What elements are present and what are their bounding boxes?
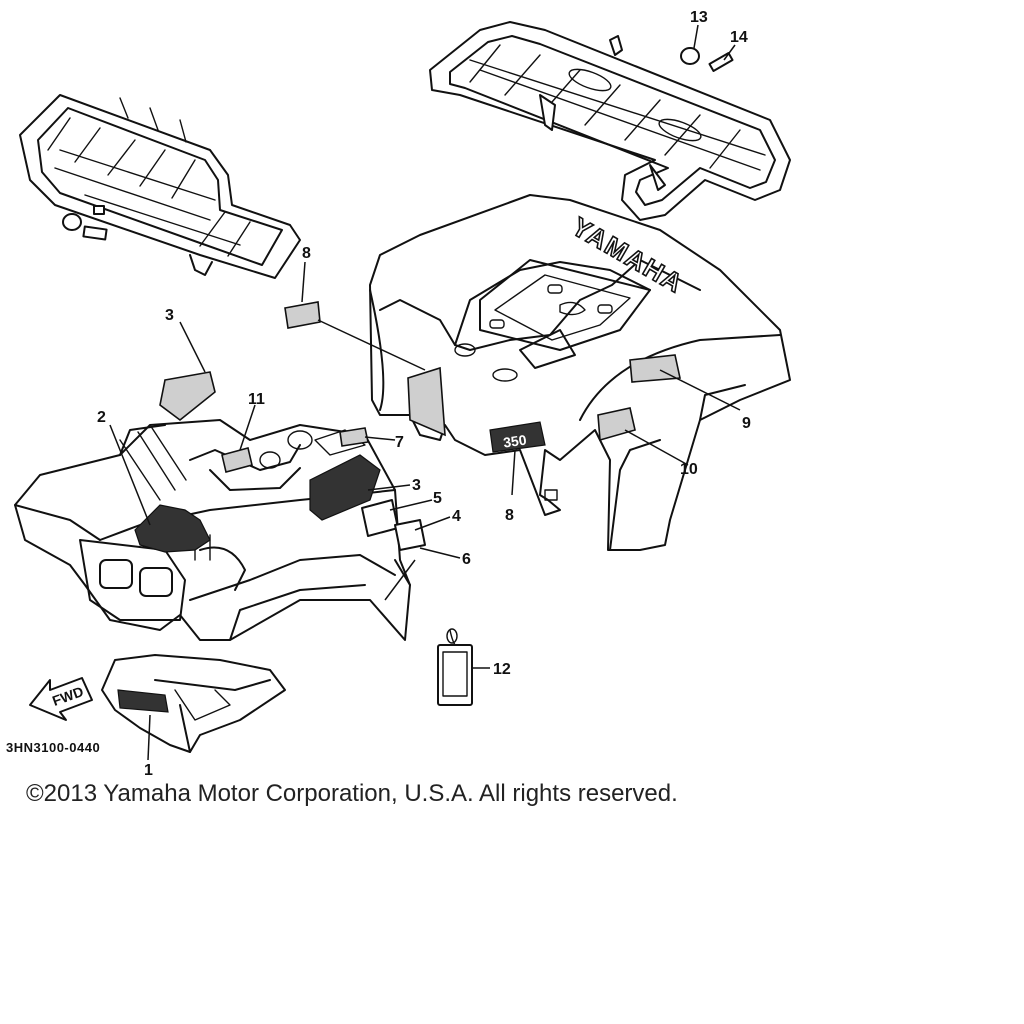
decal-3-side <box>159 371 216 422</box>
decal-7 <box>339 427 369 447</box>
decal-1-plate <box>117 689 169 713</box>
callout-2: 2 <box>97 409 106 426</box>
decal-9 <box>629 354 681 383</box>
decal-8-rear-left <box>407 366 446 437</box>
callout-4: 4 <box>452 508 461 525</box>
callout-6: 6 <box>462 551 471 568</box>
callout-9: 9 <box>742 415 751 432</box>
callout-3-lower: 3 <box>412 477 421 494</box>
decal-11 <box>221 447 253 473</box>
decal-10 <box>597 407 636 442</box>
callout-1: 1 <box>144 762 153 779</box>
callout-numbers: 13 14 8 3 2 11 7 3 5 4 6 9 10 8 12 1 3HN… <box>6 9 751 779</box>
decal-2 <box>134 504 211 553</box>
callout-13: 13 <box>690 9 708 26</box>
rear-fender: YAMAHA <box>369 194 791 551</box>
callout-3-upper: 3 <box>165 307 174 324</box>
front-fender-decals <box>134 371 426 553</box>
front-carrier-rack <box>19 94 301 279</box>
front-guard-panel <box>101 654 286 753</box>
callout-11: 11 <box>248 391 265 408</box>
callout-14: 14 <box>730 29 748 46</box>
callout-5: 5 <box>433 490 442 507</box>
copyright-notice: ©2013 Yamaha Motor Corporation, U.S.A. A… <box>26 780 678 807</box>
decal-4 <box>394 519 426 551</box>
fwd-arrow: FWD <box>29 677 93 721</box>
emblem-350: 350 <box>489 421 546 453</box>
warning-tag <box>437 628 473 706</box>
part-code: 3HN3100-0440 <box>6 740 100 755</box>
callout-8-upper: 8 <box>302 245 311 262</box>
emblem-text: 350 <box>502 431 528 450</box>
rear-fender-decals: 350 <box>284 301 681 453</box>
callout-8-lower: 8 <box>505 507 514 524</box>
decal-3-main <box>309 454 381 521</box>
rear-carrier-rack <box>429 21 791 221</box>
callout-12: 12 <box>493 661 511 678</box>
decal-8-upper <box>284 301 321 329</box>
callout-10: 10 <box>680 461 698 478</box>
front-fender <box>14 419 411 641</box>
callout-7: 7 <box>395 434 404 451</box>
leader-lines <box>109 24 741 761</box>
